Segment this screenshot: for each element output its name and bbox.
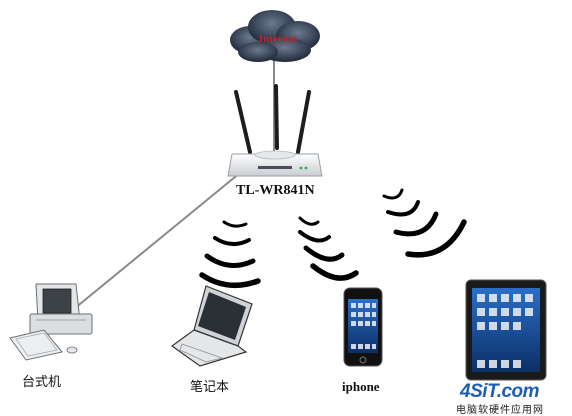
- cable-router-desktop: [57, 167, 247, 323]
- internet-cloud-icon: [230, 10, 320, 62]
- iphone-icon: [343, 287, 383, 367]
- desktop-label: 台式机: [22, 375, 62, 390]
- router-icon: [227, 84, 323, 177]
- laptop-label: 笔记本: [190, 380, 230, 395]
- wifi-signal-laptop-icon: [199, 220, 261, 289]
- cloud-label: Internet: [259, 33, 298, 45]
- wifi-signal-iphone-icon: [298, 216, 359, 281]
- watermark-logo: 4SiT.com: [460, 381, 540, 402]
- wifi-signal-ipad-icon: [382, 188, 467, 258]
- site-watermark: 4SiT.com 电脑软硬件应用网: [452, 381, 570, 416]
- ipad-icon: [465, 279, 547, 381]
- watermark-subtitle: 电脑软硬件应用网: [456, 405, 544, 416]
- laptop-icon: [170, 285, 253, 367]
- router-label: TL-WR841N: [236, 183, 315, 198]
- desktop-computer-icon: [9, 283, 93, 361]
- iphone-label: iphone: [342, 379, 380, 394]
